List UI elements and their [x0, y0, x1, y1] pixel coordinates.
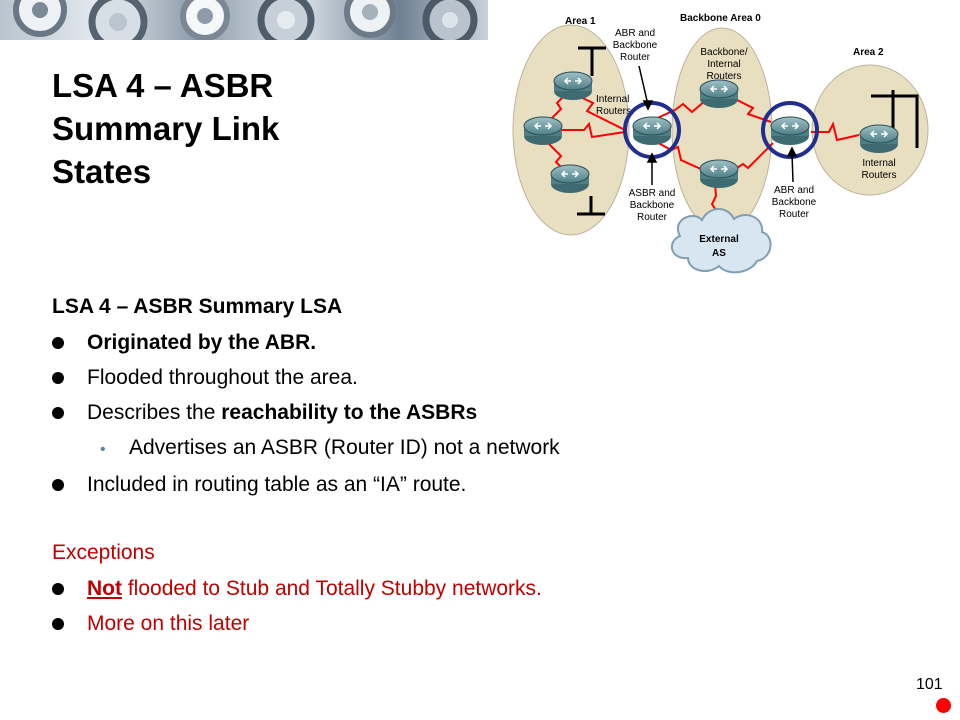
bullet-dot [52, 337, 64, 349]
bullet-text: Originated by the ABR. [87, 331, 317, 354]
slide-title-line: States [52, 153, 152, 190]
abr-top-label-line: Backbone [613, 40, 658, 51]
sub-bullet-text: Advertises an ASBR (Router ID) not a net… [129, 436, 560, 459]
router-icon [632, 116, 672, 145]
area-1-label: Area 1 [565, 16, 596, 27]
external-as-label-line: External [699, 234, 739, 245]
abr-top-label-line: Router [620, 52, 651, 63]
internal-right-label-line: Internal [862, 158, 895, 169]
bullet-text: Included in routing table as an “IA” rou… [87, 473, 467, 496]
backbone-internal-label-line: Backbone/ [700, 47, 747, 58]
decorative-banner [0, 0, 488, 40]
exception-text: More on this later [87, 612, 250, 635]
lsa-heading: LSA 4 – ASBR Summary LSA [52, 295, 343, 318]
bullet-emphasis: reachability to the ASBRs [221, 401, 478, 424]
internal-right-label-line: Routers [861, 170, 896, 181]
router-icon [859, 124, 899, 153]
router-icon [553, 71, 593, 100]
red-dot-marker [936, 698, 951, 713]
abr-top-label-line: ABR and [615, 28, 655, 39]
bullet-dot [52, 618, 64, 630]
sub-bullet-dot: • [100, 441, 106, 458]
backbone-internal-label-line: Internal [707, 59, 740, 70]
router-icon [699, 159, 739, 188]
slide-title-line: LSA 4 – ASBR [52, 67, 274, 104]
abr-right-label-line: Router [779, 209, 810, 220]
bullet-text: Flooded throughout the area. [87, 366, 358, 389]
external-as-cloud: External AS [670, 208, 772, 274]
lan-segments [577, 46, 919, 216]
page-number: 101 [916, 676, 943, 693]
router-icon [770, 116, 810, 145]
router-icon [699, 79, 739, 108]
bullet-prefix: Describes the [87, 401, 222, 424]
internal-left-label-line: Internal [596, 94, 629, 105]
ospf-area-diagram: Area 1 Backbone Area 0 Area 2 ABR and Ba… [512, 13, 929, 274]
bullet-dot [52, 583, 64, 595]
exceptions-heading: Exceptions [52, 541, 155, 564]
bullet-dot [52, 407, 64, 419]
router-icon [550, 164, 590, 193]
exception-text: Not flooded to Stub and Totally Stubby n… [87, 576, 542, 602]
gear-pattern-image [13, 0, 478, 40]
callout-arrows [638, 65, 798, 185]
slide-title: LSA 4 – ASBR Summary Link States [52, 64, 382, 193]
bullet-dot [52, 372, 64, 384]
abr-right-label-line: Backbone [772, 197, 817, 208]
backbone-area-label: Backbone Area 0 [680, 13, 761, 24]
bullet-dot [52, 479, 64, 491]
exception-emphasis: Not [87, 577, 122, 600]
exception-rest: flooded to Stub and Totally Stubby netwo… [122, 577, 542, 600]
external-as-label-line: AS [712, 248, 726, 259]
internal-left-label-line: Routers [596, 106, 631, 117]
router-icon [523, 116, 563, 145]
asbr-label-line: Backbone [630, 200, 675, 211]
abr-right-label-line: ABR and [774, 185, 814, 196]
slide-title-line: Summary Link [52, 110, 280, 147]
asbr-label-line: Router [637, 212, 668, 223]
bullet-text: Describes the reachability to the ASBRs [87, 400, 477, 426]
abr-highlight-circle [761, 101, 819, 159]
area-2-label: Area 2 [853, 47, 884, 58]
backbone-internal-label-line: Routers [706, 71, 741, 82]
asbr-label-line: ASBR and [629, 188, 676, 199]
router-icons [523, 71, 899, 193]
